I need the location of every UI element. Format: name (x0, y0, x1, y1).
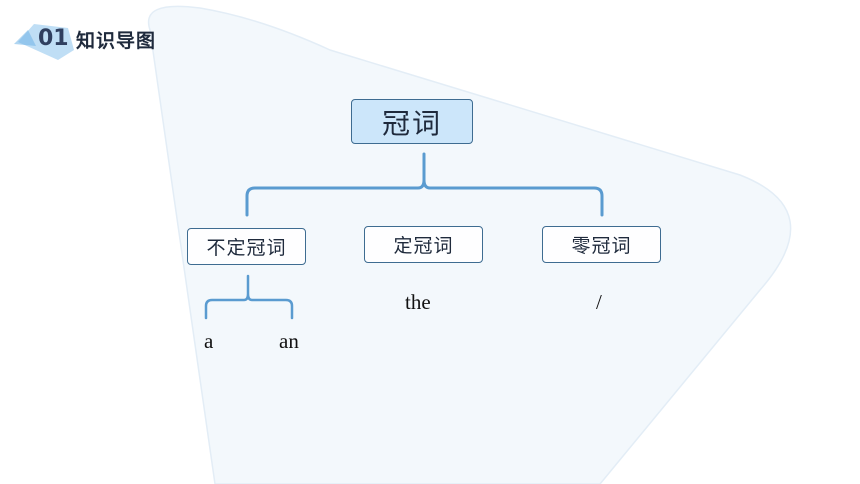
root-node: 冠词 (351, 99, 473, 144)
child-node-definite-article: 定冠词 (364, 226, 483, 263)
leaf-none: / (596, 290, 602, 314)
child-node-zero-article: 零冠词 (542, 226, 661, 263)
indefinite-bracket (204, 274, 294, 320)
section-title: 知识导图 (76, 30, 157, 52)
child-node-indefinite-article: 不定冠词 (187, 228, 306, 265)
section-number: 01 (38, 26, 69, 51)
section-header: 01 知识导图 (14, 20, 214, 60)
leaf-the: the (405, 290, 431, 314)
leaf-an: an (279, 329, 299, 353)
root-bracket (245, 152, 604, 217)
section-badge-shape (14, 24, 74, 60)
leaf-a: a (204, 329, 214, 353)
